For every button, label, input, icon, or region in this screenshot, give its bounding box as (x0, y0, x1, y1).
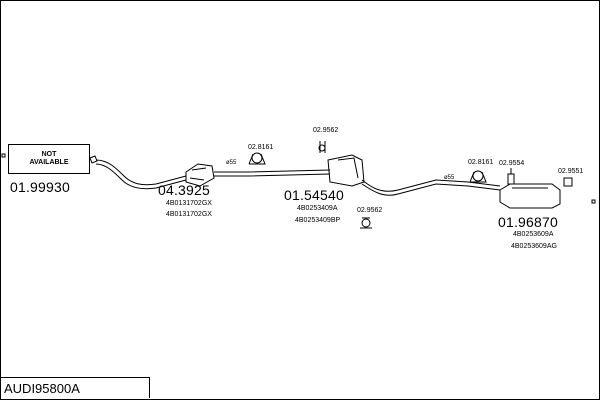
oem-catalyst-1: 4B0131702GX (166, 200, 212, 207)
fitting-ref-1: 02.8161 (248, 144, 274, 151)
fitting-ref-2: 02.9562 (313, 127, 339, 134)
fitting-ref-4: 02.8161 (468, 159, 494, 166)
not-available-box: NOT AVAILABLE (8, 144, 90, 174)
fitting-ref-5: 02.9554 (499, 160, 525, 167)
centre-pipe (214, 169, 331, 173)
part-number-catalyst: 04.3925 (158, 182, 211, 198)
pipe-diameter-2: ø55 (444, 175, 455, 181)
tailpipe-mark (591, 199, 596, 204)
hanger-5 (507, 168, 515, 185)
front-pipe (95, 159, 187, 186)
middle-silencer (327, 154, 365, 187)
fitting-ref-3: 02.9562 (357, 207, 383, 214)
front-pipe-inner (95, 163, 187, 190)
front-flange (89, 155, 98, 164)
hanger-2 (318, 141, 326, 153)
not-available-label: NOT AVAILABLE (29, 150, 69, 166)
hanger-1 (248, 152, 266, 165)
part-number-middle-silencer: 01.54540 (284, 187, 344, 203)
diagram-title: AUDI95800A (0, 377, 150, 398)
hanger-6 (563, 177, 573, 187)
hanger-4 (469, 170, 487, 183)
catalyst-detail (189, 167, 207, 181)
oem-rear-silencer-1: 4B0253609A (513, 231, 554, 238)
part-number-rear-silencer: 01.96870 (498, 214, 558, 230)
diagram-title-text: AUDI95800A (4, 380, 80, 396)
front-connector-mark (1, 153, 6, 158)
rear-pipe (361, 179, 501, 192)
catalyst-body (185, 163, 215, 187)
oem-middle-silencer-2: 4B0253409BP (295, 217, 341, 224)
rear-pipe-inner (361, 183, 501, 196)
oem-rear-silencer-2: 4B0253609AG (511, 243, 557, 250)
oem-catalyst-2: 4B0131702GX (166, 211, 212, 218)
part-number-front-pipe: 01.99930 (10, 179, 70, 195)
oem-middle-silencer-1: 4B0253409A (297, 205, 338, 212)
centre-pipe-inner (214, 173, 331, 177)
rear-silencer (499, 183, 561, 209)
pipe-diameter-1: ø55 (226, 160, 237, 166)
middle-silencer-detail (337, 157, 359, 179)
hanger-3 (360, 217, 372, 229)
fitting-ref-6: 02.9551 (558, 168, 584, 175)
